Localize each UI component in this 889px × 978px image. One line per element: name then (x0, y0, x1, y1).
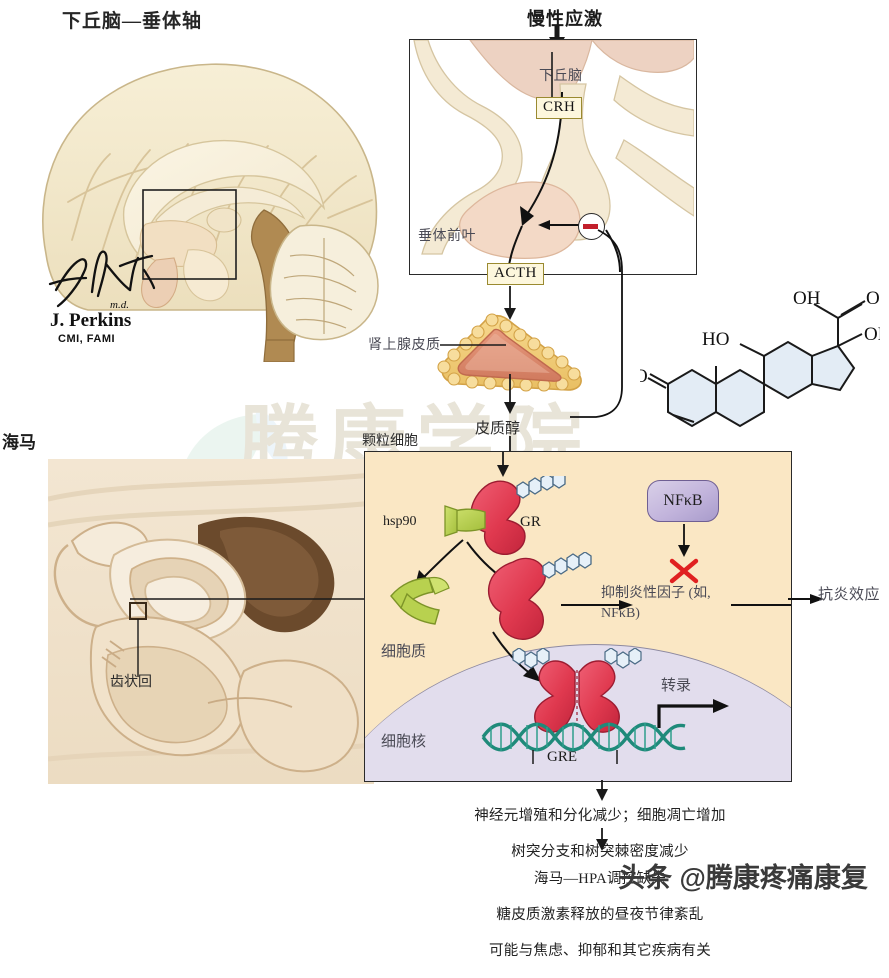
hippocampus-to-cell-connector (130, 598, 368, 600)
acth-tag: ACTH (487, 263, 544, 285)
granule-cell-panel: hsp90 GR NFκB (364, 451, 792, 782)
dentate-gyrus-label: 齿状回 (110, 675, 152, 690)
gre-bracket-icon (532, 750, 618, 764)
outcome-line-5: 可能与焦虑、抑郁和其它疾病有关 (489, 943, 711, 959)
nfkb-arrow (678, 524, 690, 557)
outcome-text-block-1: 神经元增殖和分化减少；细胞凋亡增加 树突分支和树突棘密度减少 (400, 789, 800, 879)
gr-dimer-icon (512, 648, 642, 733)
inhibition-text-line2: NFκB) (601, 606, 640, 621)
cortisol-arrow (504, 374, 516, 414)
chronic-stress-label: 慢性应激 (527, 9, 603, 29)
hsp90-label: hsp90 (383, 514, 417, 529)
anti-inflammatory-label: 抗炎效应 (818, 587, 881, 603)
transcription-arrow (657, 699, 729, 728)
svg-text:m.d.: m.d. (110, 299, 129, 311)
cytoplasm-label: 细胞质 (381, 644, 427, 660)
dna-helix-icon (481, 722, 686, 752)
gre-label: GRE (547, 749, 577, 765)
page-title: 下丘脑—垂体轴 (62, 11, 203, 32)
granule-cell-label: 颗粒细胞 (362, 434, 418, 449)
free-hsp90-icon (390, 576, 450, 625)
acth-arrow (504, 286, 516, 320)
anterior-pituitary-label: 垂体前叶 (418, 229, 476, 244)
cortisol-label: 皮质醇 (475, 421, 521, 437)
nfkb-pill: NFκB (647, 480, 719, 522)
atom-label-oh-17: OH (864, 324, 880, 345)
atom-label-ho-11: HO (702, 329, 729, 350)
pituitary-panel: 下丘脑 垂体前叶 (409, 39, 697, 275)
cell-to-outcome-arrow (596, 780, 608, 801)
hippocampus-section-svg (48, 459, 374, 784)
outcome-chain-arrow (596, 828, 608, 851)
outcome-line-2: 树突分支和树突棘密度减少 (511, 844, 689, 860)
netter-signature-icon: m.d. (48, 250, 156, 311)
atom-label-o-3: O (640, 366, 648, 387)
adrenal-cortex-illustration (437, 313, 582, 392)
adrenal-leader-line (440, 344, 506, 346)
crh-tag: CRH (536, 97, 583, 119)
anti-inflammatory-arrow (788, 594, 824, 604)
cortisol-feedback-path (570, 229, 623, 418)
gr-label: GR (520, 514, 541, 530)
negative-feedback-icon (578, 213, 605, 240)
gr-nuclear-translocation-arrow (492, 631, 541, 682)
hippocampus-title: 海马 (2, 433, 36, 452)
activated-gr-icon (487, 552, 592, 640)
cortisol-entry-arrow (497, 452, 509, 477)
illustrator-credentials: CMI, FAMI (58, 333, 116, 345)
outcome-line-3: 海马—HPA调控缺失 (533, 871, 667, 887)
atom-label-o-20: O (866, 288, 880, 309)
outcome-line-4: 糖皮质激素释放的昼夜节律紊乱 (496, 907, 704, 923)
brain-sagittal-illustration (42, 63, 379, 362)
cortisol-chemical-structure: OH O OH HO O (640, 288, 880, 428)
anti-inflammatory-arrow-inner (731, 604, 791, 606)
gr-hsp90-complex-icon (444, 476, 566, 555)
illustrator-name: J. Perkins (50, 310, 132, 331)
stress-to-crh-line (551, 52, 553, 98)
adrenal-cortex-label: 肾上腺皮质 (368, 338, 441, 353)
hypothalamus-label: 下丘脑 (539, 69, 583, 84)
transcription-label: 转录 (661, 678, 692, 694)
brain-roi-box (142, 189, 237, 280)
nucleus-label: 细胞核 (381, 734, 427, 750)
gr-to-inhibition-arrow (561, 600, 633, 610)
outcome-text-block-2: 海马—HPA调控缺失 糖皮质激素释放的昼夜节律紊乱 可能与焦虑、抑郁和其它疾病有… (400, 852, 800, 978)
hippocampus-illustration: 齿状回 (48, 459, 374, 784)
inhibition-x-icon (669, 558, 699, 584)
outcome-line-1: 神经元增殖和分化减少；细胞凋亡增加 (474, 808, 726, 824)
atom-label-oh-21: OH (793, 288, 821, 309)
inhibition-text-line1: 抑制炎性因子 (如, (601, 586, 711, 601)
